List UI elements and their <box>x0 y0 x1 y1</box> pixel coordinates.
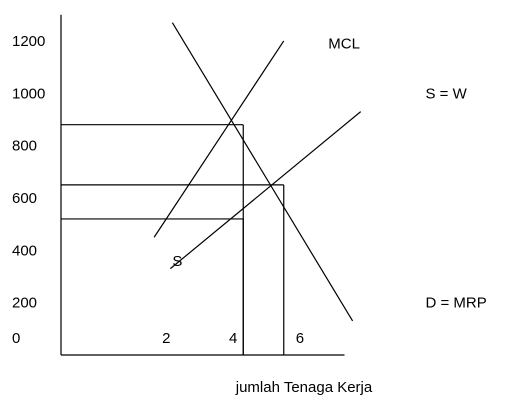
curve-label-s-w: S = W <box>426 85 468 102</box>
y-tick-label-800: 800 <box>12 138 37 155</box>
x-tick-label-4: 4 <box>229 330 237 347</box>
y-tick-label-1200: 1200 <box>12 33 45 50</box>
x-tick-label-2: 2 <box>162 330 170 347</box>
x-axis-label: jumlah Tenaga Kerja <box>235 379 373 396</box>
x-tick-label-6: 6 <box>296 330 304 347</box>
curves <box>153 22 362 322</box>
curve-label-d-mrp: D = MRP <box>426 295 487 312</box>
origin-label: 0 <box>12 330 20 347</box>
curve-s-w <box>169 111 362 270</box>
y-tick-label-200: 200 <box>12 295 37 312</box>
curve-mcl <box>153 40 285 238</box>
y-tick-label-600: 600 <box>12 190 37 207</box>
y-tick-label-1000: 1000 <box>12 85 45 102</box>
axes <box>60 14 345 356</box>
curve-d-mrp <box>171 22 354 322</box>
guide-lines <box>61 124 285 355</box>
curve-label-mcl: MCL <box>328 36 360 53</box>
annotation-s-label: S <box>172 253 182 270</box>
labels: 0 200 400 600 800 1000 1200 2 4 6 jumlah Tenaga Ke… <box>12 33 487 396</box>
y-tick-label-400: 400 <box>12 242 37 259</box>
